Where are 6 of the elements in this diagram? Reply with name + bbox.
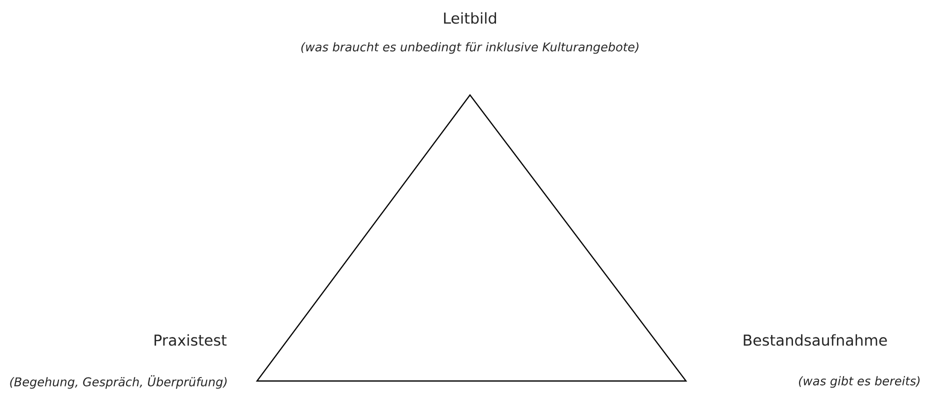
vertex-heading: Praxistest xyxy=(154,334,227,346)
note-text: (was braucht es unbedingt für inklusive Kulturangebote) xyxy=(301,42,638,54)
note-text: (Begehung, Gespräch, Überprüfung) xyxy=(10,375,227,389)
note-text: (was gibt es bereits) xyxy=(798,376,920,388)
vertex-heading: Leitbild xyxy=(444,12,496,24)
vertex-heading: Bestandsaufnahme xyxy=(744,334,887,346)
